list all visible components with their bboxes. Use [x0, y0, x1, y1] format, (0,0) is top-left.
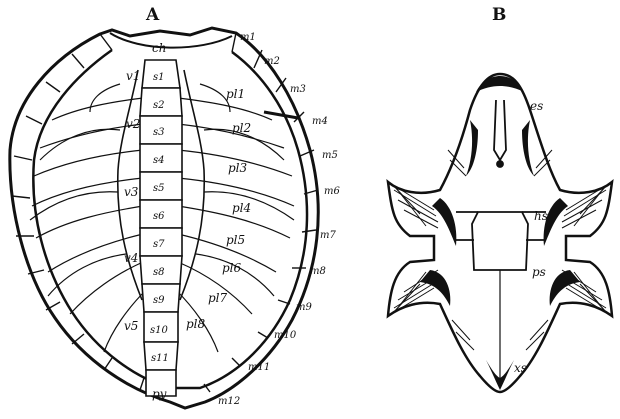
label-vertebral: v3 [124, 185, 139, 199]
label-vertebral: v1 [126, 69, 140, 83]
label-marginal: m4 [312, 116, 328, 127]
label-neural: s11 [151, 353, 169, 364]
label-neural: s8 [153, 267, 165, 278]
panel-label-a: A [145, 5, 160, 25]
label-neural: s10 [150, 325, 168, 336]
label-pleural: pl3 [228, 161, 248, 175]
label-xiphiplastron: xs [514, 361, 527, 375]
label-marginal: m10 [274, 330, 297, 341]
label-pleural: pl6 [222, 261, 242, 275]
label-marginal: m6 [324, 186, 340, 197]
label-hypoplastron: ps [532, 265, 546, 279]
label-pleural: pl1 [226, 87, 245, 101]
label-marginal: m2 [264, 56, 280, 67]
label-neural: s6 [153, 211, 165, 222]
label-marginal: m3 [290, 84, 306, 95]
label-marginal: m8 [310, 266, 326, 277]
label-neural: s9 [153, 295, 165, 306]
label-pleural: pl2 [232, 121, 251, 135]
label-marginal: m1 [240, 32, 256, 43]
label-neural: s7 [153, 239, 165, 250]
panel-label-b: B [492, 5, 506, 25]
label-marginal: m5 [322, 150, 338, 161]
label-marginal: m11 [248, 362, 270, 373]
label-marginal: m12 [218, 396, 240, 407]
label-marginal: m7 [320, 230, 336, 241]
plastron-figure [388, 74, 612, 392]
label-nuchal: ch [152, 41, 166, 55]
label-vertebral: v4 [124, 251, 138, 265]
label-hyoplastron: hs [534, 209, 548, 223]
label-neural: s3 [153, 127, 165, 138]
label-marginal: m9 [296, 302, 312, 313]
label-epiplastron: es [530, 99, 543, 113]
label-neural: s1 [153, 72, 165, 83]
label-pleural: pl8 [186, 317, 206, 331]
label-pleural: pl5 [226, 233, 245, 247]
label-pleural: pl7 [208, 291, 228, 305]
label-vertebral: v5 [124, 319, 138, 333]
label-pygal: py [152, 387, 167, 401]
label-neural: s2 [153, 100, 165, 111]
label-pleural: pl4 [232, 201, 251, 215]
label-neural: s5 [153, 183, 165, 194]
label-vertebral: v2 [126, 117, 140, 131]
label-neural: s4 [153, 155, 165, 166]
